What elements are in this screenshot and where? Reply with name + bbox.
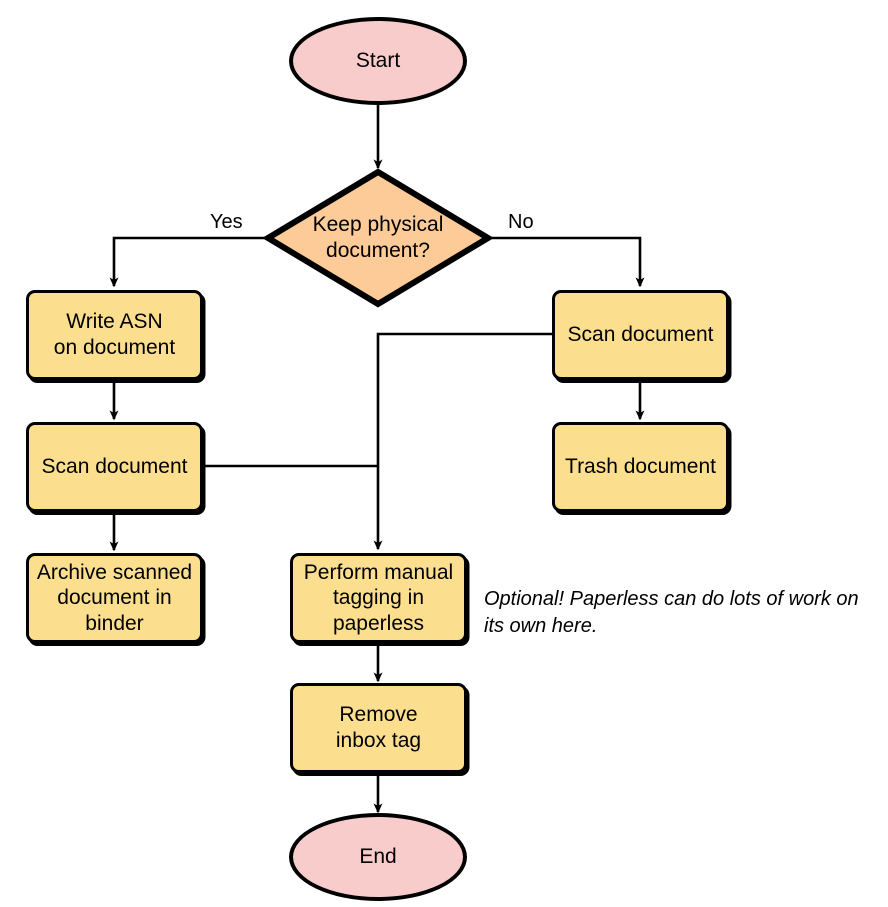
node-keep-physical-document-decision[interactable]: Keep physical document? [264, 168, 492, 308]
node-decision-label-line2: document? [326, 239, 430, 262]
edge-decision-yes-to-write-asn [109, 236, 267, 288]
optional-note: Optional! Paperless can do lots of work … [484, 586, 886, 640]
edge-scan-right-to-tagging [373, 332, 552, 551]
node-start[interactable]: Start [289, 17, 467, 105]
node-write-asn-on-document[interactable]: Write ASN on document [26, 290, 203, 380]
optional-note-line1: Optional! Paperless can do lots of work … [484, 588, 859, 610]
diamond-shape [264, 168, 492, 308]
node-end-label: End [359, 845, 397, 869]
node-write-asn-label-line2: on document [53, 336, 176, 359]
node-end[interactable]: End [289, 813, 467, 901]
edge-label-no: No [508, 211, 534, 233]
node-scan-document-left[interactable]: Scan document [26, 422, 203, 512]
node-remove-inbox-tag-label: Remove inbox tag [336, 702, 421, 753]
node-tagging-label-line3: paperless [332, 611, 425, 635]
node-start-label: Start [355, 49, 401, 73]
edge-decision-no-to-scan-right [489, 236, 645, 288]
node-scan-document-left-label: Scan document [41, 455, 188, 479]
node-perform-manual-tagging-in-paperless[interactable]: Perform manual tagging in paperless [290, 553, 467, 643]
node-archive-scanned-document-in-binder[interactable]: Archive scanned document in binder [26, 553, 203, 643]
node-trash-document[interactable]: Trash document [552, 422, 729, 512]
node-archive-label-line2: document in [57, 586, 172, 610]
node-decision-label: Keep physical document? [313, 212, 444, 263]
edge-label-yes: Yes [210, 211, 243, 233]
node-scan-document-right-label: Scan document [567, 323, 714, 347]
node-decision-label-line1: Keep physical [312, 213, 444, 237]
node-remove-label-line1: Remove [339, 703, 418, 727]
node-tagging-label-line1: Perform manual [303, 560, 454, 584]
node-write-asn-label: Write ASN on document [54, 309, 175, 360]
node-remove-label-line2: inbox tag [335, 729, 422, 752]
node-write-asn-label-line1: Write ASN [66, 310, 163, 334]
node-archive-label-line3: binder [85, 611, 144, 635]
node-archive-label: Archive scanned document in binder [37, 560, 192, 637]
optional-note-line2: its own here. [484, 615, 598, 637]
node-scan-document-right[interactable]: Scan document [552, 290, 729, 380]
node-archive-label-line1: Archive scanned [36, 560, 193, 584]
node-remove-inbox-tag[interactable]: Remove inbox tag [290, 683, 467, 773]
node-tagging-label-line2: tagging in [332, 586, 425, 610]
node-tagging-label: Perform manual tagging in paperless [304, 560, 453, 637]
node-trash-document-label: Trash document [565, 455, 716, 479]
